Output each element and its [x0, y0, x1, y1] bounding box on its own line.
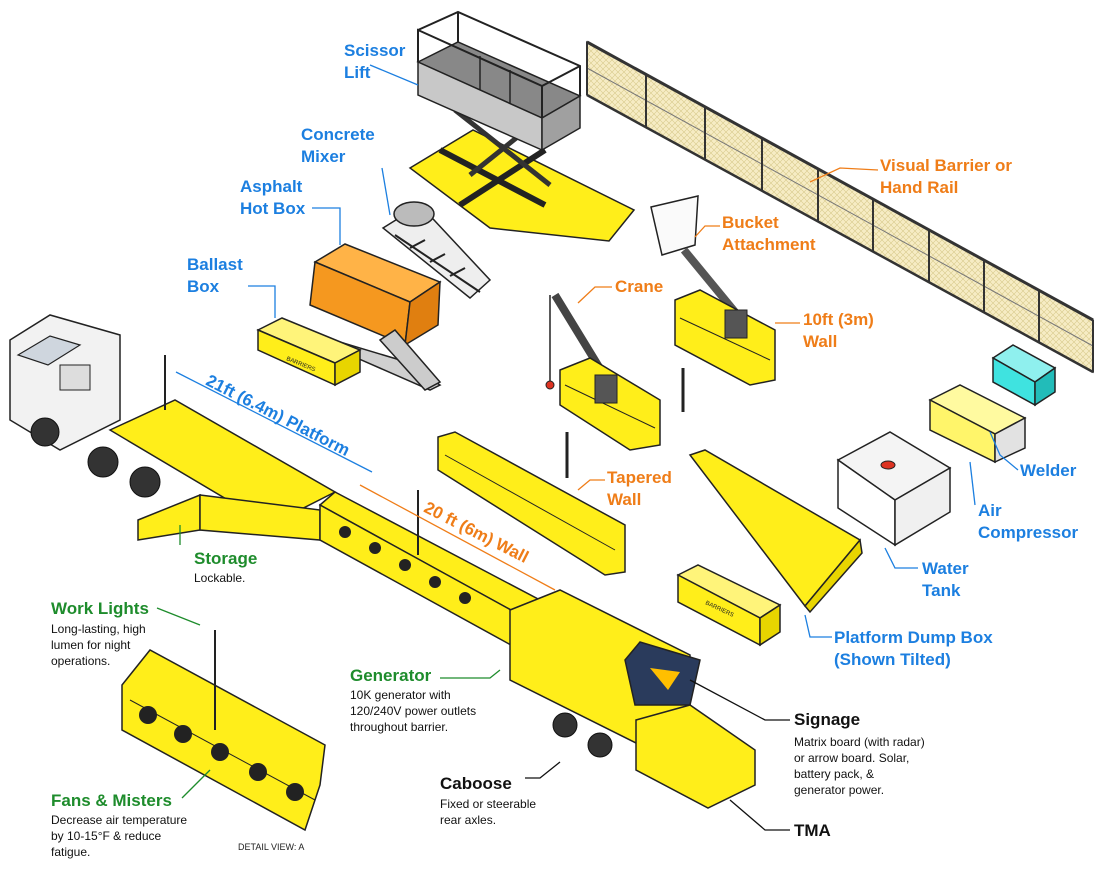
label-signage-desc: Matrix board (with radar) or arrow board…: [794, 734, 925, 798]
label-platform-dump-box: Platform Dump Box (Shown Tilted): [834, 627, 993, 671]
label-tapered-line1: Tapered: [607, 468, 672, 487]
tapered-wall: [437, 431, 626, 576]
label-ballast-box: Ballast Box: [187, 254, 243, 298]
visual-barrier-rail: [586, 40, 1094, 374]
label-10ft-wall: 10ft (3m) Wall: [803, 309, 874, 353]
scissor-lift: [408, 10, 636, 242]
label-bucket-line2: Attachment: [722, 235, 816, 254]
label-bucket-line1: Bucket: [722, 213, 779, 232]
label-storage-title: Storage: [194, 549, 258, 568]
label-concrete-mixer-line1: Concrete: [301, 125, 375, 144]
ballast-box: BARRIERS: [256, 317, 362, 387]
label-tma: TMA: [794, 821, 831, 840]
label-work-lights-desc: Long-lasting, high lumen for night opera…: [51, 621, 146, 669]
caboose-desc-line1: Fixed or steerable: [440, 797, 537, 811]
label-fans-misters-title: Fans & Misters: [51, 791, 172, 810]
label-ballast-line2: Box: [187, 277, 220, 296]
label-scissor-lift-line1: Scissor: [344, 41, 406, 60]
label-scissor-lift: Scissor Lift: [344, 40, 405, 84]
signage-desc-line1: Matrix board (with radar): [794, 735, 925, 749]
label-visual-barrier: Visual Barrier or Hand Rail: [880, 155, 1012, 199]
water-tank: [836, 431, 952, 547]
crane-unit: [545, 292, 661, 478]
work-lights-desc-line3: operations.: [51, 654, 111, 668]
label-welder: Welder: [1020, 461, 1077, 480]
leader-lines: [156, 64, 1019, 831]
label-asphalt-line1: Asphalt: [240, 177, 303, 196]
signage-desc-line2: or arrow board. Solar,: [794, 751, 910, 765]
label-signage-title: Signage: [794, 710, 861, 729]
label-ballast-line1: Ballast: [187, 255, 243, 274]
label-caboose-desc: Fixed or steerable rear axles.: [440, 796, 536, 828]
label-bucket-attachment: Bucket Attachment: [722, 212, 816, 256]
concrete-mixer: [381, 201, 492, 299]
label-scissor-lift-line2: Lift: [344, 63, 371, 82]
label-visual-barrier-line2: Hand Rail: [880, 178, 959, 197]
generator-desc-line2: 120/240V power outlets: [350, 704, 477, 718]
label-caboose-title: Caboose: [440, 774, 512, 793]
label-crane: Crane: [615, 277, 664, 296]
fans-desc-line1: Decrease air temperature: [51, 813, 188, 827]
label-water-tank-line2: Tank: [922, 581, 961, 600]
platform-dump-box: [688, 449, 863, 614]
label-asphalt-hot-box: Asphalt Hot Box: [240, 176, 305, 220]
label-dump-box-line1: Platform Dump Box: [834, 628, 993, 647]
label-concrete-mixer-line2: Mixer: [301, 147, 346, 166]
work-lights-desc-line1: Long-lasting, high: [51, 622, 146, 636]
label-generator-desc: 10K generator with 120/240V power outlet…: [350, 687, 476, 735]
label-asphalt-line2: Hot Box: [240, 199, 306, 218]
label-storage-desc: Lockable.: [194, 570, 245, 586]
label-air-compressor: Air Compressor: [978, 500, 1078, 544]
label-water-tank-line1: Water: [922, 559, 969, 578]
label-fans-misters-desc: Decrease air temperature by 10-15°F & re…: [51, 812, 187, 860]
welder: [991, 344, 1057, 407]
label-generator-title: Generator: [350, 666, 432, 685]
storage-desc-line1: Lockable.: [194, 571, 246, 585]
label-tapered-line2: Wall: [607, 490, 642, 509]
label-air-compressor-line1: Air: [978, 501, 1002, 520]
label-air-compressor-line2: Compressor: [978, 523, 1079, 542]
label-work-lights-title: Work Lights: [51, 599, 149, 618]
bucket-attachment-unit: [650, 195, 776, 412]
generator-desc-line3: throughout barrier.: [350, 720, 449, 734]
label-water-tank: Water Tank: [922, 558, 969, 602]
label-tapered-wall: Tapered Wall: [607, 467, 672, 511]
label-detail-view: DETAIL VIEW: A: [238, 842, 305, 852]
barrier-trailer: [108, 355, 756, 809]
air-compressor: [928, 384, 1027, 464]
caboose-desc-line2: rear axles.: [440, 813, 497, 827]
work-lights-desc-line2: lumen for night: [51, 638, 131, 652]
detail-view-wall: [121, 630, 326, 832]
label-visual-barrier-line1: Visual Barrier or: [880, 156, 1012, 175]
label-concrete-mixer: Concrete Mixer: [301, 124, 375, 168]
generator-desc-line1: 10K generator with: [350, 688, 451, 702]
label-10ft-wall-line1: 10ft (3m): [803, 310, 874, 329]
storage-box: BARRIERS: [676, 564, 782, 647]
label-dump-box-line2: (Shown Tilted): [834, 650, 951, 669]
fans-desc-line2: by 10-15°F & reduce: [51, 829, 162, 843]
semi-truck: [9, 314, 161, 498]
signage-desc-line3: battery pack, &: [794, 767, 875, 781]
label-10ft-wall-line2: Wall: [803, 332, 838, 351]
signage-desc-line4: generator power.: [794, 783, 885, 797]
fans-desc-line3: fatigue.: [51, 845, 91, 859]
